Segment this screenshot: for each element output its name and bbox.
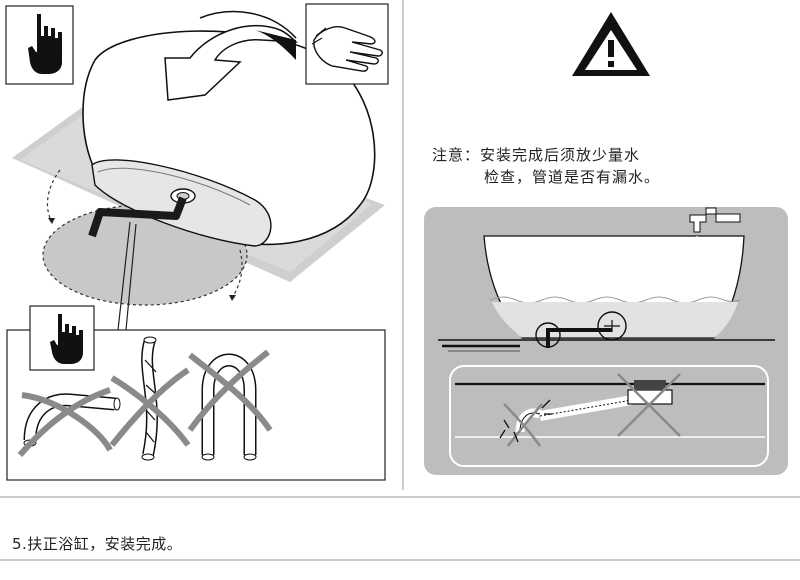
pipe-bending-inset <box>6 221 386 481</box>
tilted-bathtub-illustration <box>12 10 385 306</box>
notice-line-2: 检查，管道是否有漏水。 <box>484 168 661 186</box>
gloves-icon <box>305 3 389 85</box>
u-bend-pipe-wrong <box>187 349 273 461</box>
bent-pipe-wrong <box>17 387 121 457</box>
drain-joint-right <box>597 311 627 341</box>
twisted-pipe-wrong <box>109 336 191 461</box>
faucet-icon <box>689 207 741 272</box>
rotate-arrow <box>164 24 298 101</box>
drain-joint-left <box>535 322 561 348</box>
notice-line-1: 注意：安装完成后须放少量水 <box>432 146 641 164</box>
hand-pointing-icon <box>5 5 74 85</box>
notice-text: 注意：安装完成后须放少量水 检查，管道是否有漏水。 <box>432 144 660 188</box>
warning-triangle-icon <box>572 12 650 76</box>
leak-detail-inset <box>449 365 769 467</box>
step-caption: 5.扶正浴缸，安装完成。 <box>12 535 183 553</box>
drain-pipe <box>88 196 187 238</box>
leak-check-panel <box>424 207 788 475</box>
hand-pointing-icon-inset <box>29 305 95 371</box>
